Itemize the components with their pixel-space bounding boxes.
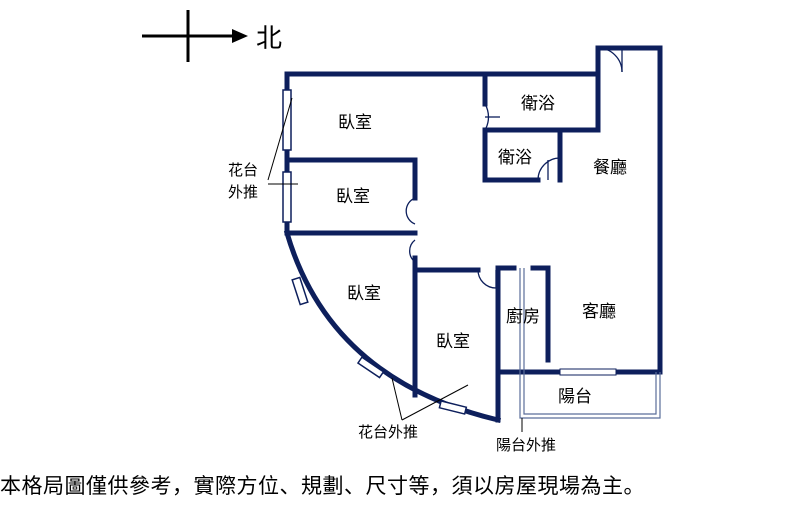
room-balcony: 陽台 [558,387,592,407]
room-kitchen: 廚房 [506,306,540,327]
door-swings [405,47,623,376]
leader-line [401,384,469,421]
planter-push-bottom-note: 花台外推 [358,423,418,441]
room-living: 客廳 [582,302,616,322]
planter-push-note-line2: 外推 [228,183,258,201]
room-bedroom-mid: 臥室 [336,187,370,207]
planter-push-note-line1: 花台 [228,161,258,179]
disclaimer-text: 本格局圖僅供參考，實際方位、規劃、尺寸等，須以房屋現場為主。 [0,474,645,498]
windows [282,89,468,415]
north-compass-icon [142,10,248,62]
room-bath-top: 衛浴 [521,94,555,114]
room-bedroom-large: 臥室 [347,284,381,304]
interior-walls [284,71,661,419]
room-bath-mid: 衛浴 [498,148,532,168]
floor-plan: 北 [142,10,663,454]
leader-line [391,377,403,421]
leader-line [267,97,293,181]
room-dining: 餐廳 [593,158,627,178]
room-bedroom-small: 臥室 [436,332,470,352]
room-bedroom-top: 臥室 [338,113,372,133]
north-label: 北 [256,24,282,54]
balcony-push-note: 陽台外推 [496,436,556,454]
